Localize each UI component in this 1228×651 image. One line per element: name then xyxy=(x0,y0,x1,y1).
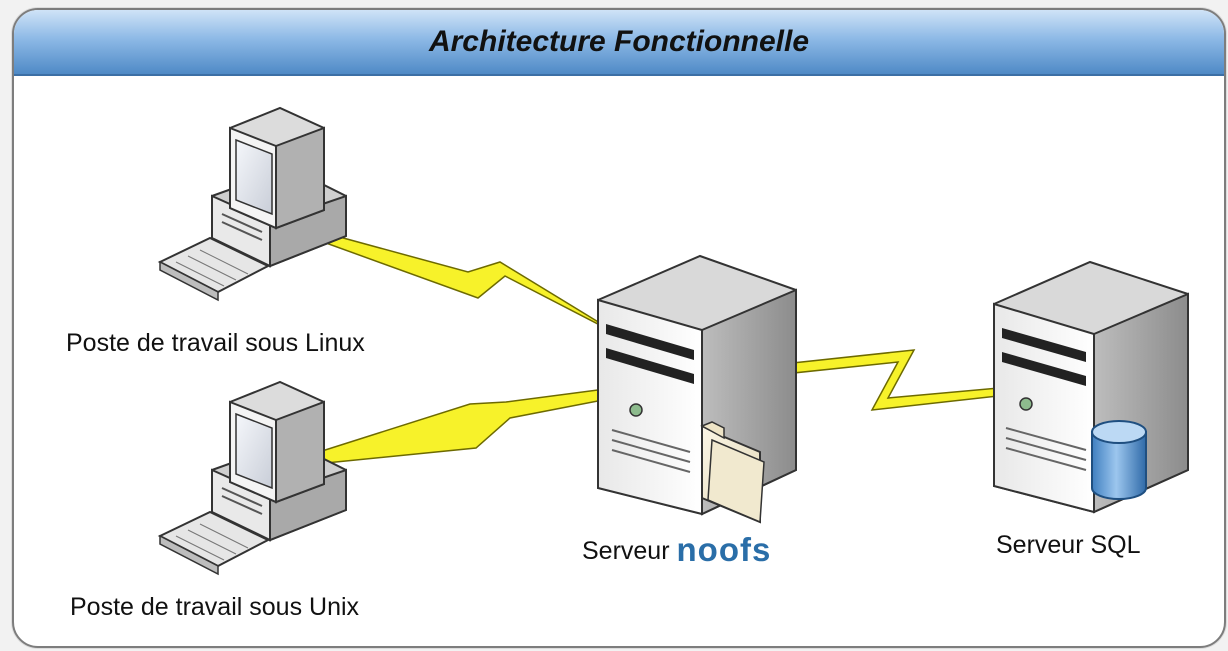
linux-workstation-label: Poste de travail sous Linux xyxy=(66,329,365,357)
database-icon xyxy=(1091,420,1147,500)
noofs-server-label: Serveur noofs xyxy=(582,531,771,569)
noofs-server-icon xyxy=(597,254,797,516)
folder-icon xyxy=(700,421,765,524)
noofs-server-label-prefix: Serveur xyxy=(582,537,670,565)
sql-server-label: Serveur SQL xyxy=(996,531,1141,559)
sql-server-icon xyxy=(993,260,1189,514)
noofs-logo: noofs xyxy=(676,531,772,568)
linux-workstation-icon xyxy=(157,106,347,302)
unix-workstation-icon xyxy=(157,380,347,576)
title-bar: Architecture Fonctionnelle xyxy=(14,10,1224,76)
diagram-title: Architecture Fonctionnelle xyxy=(428,25,810,58)
unix-workstation-label: Poste de travail sous Unix xyxy=(70,593,360,621)
